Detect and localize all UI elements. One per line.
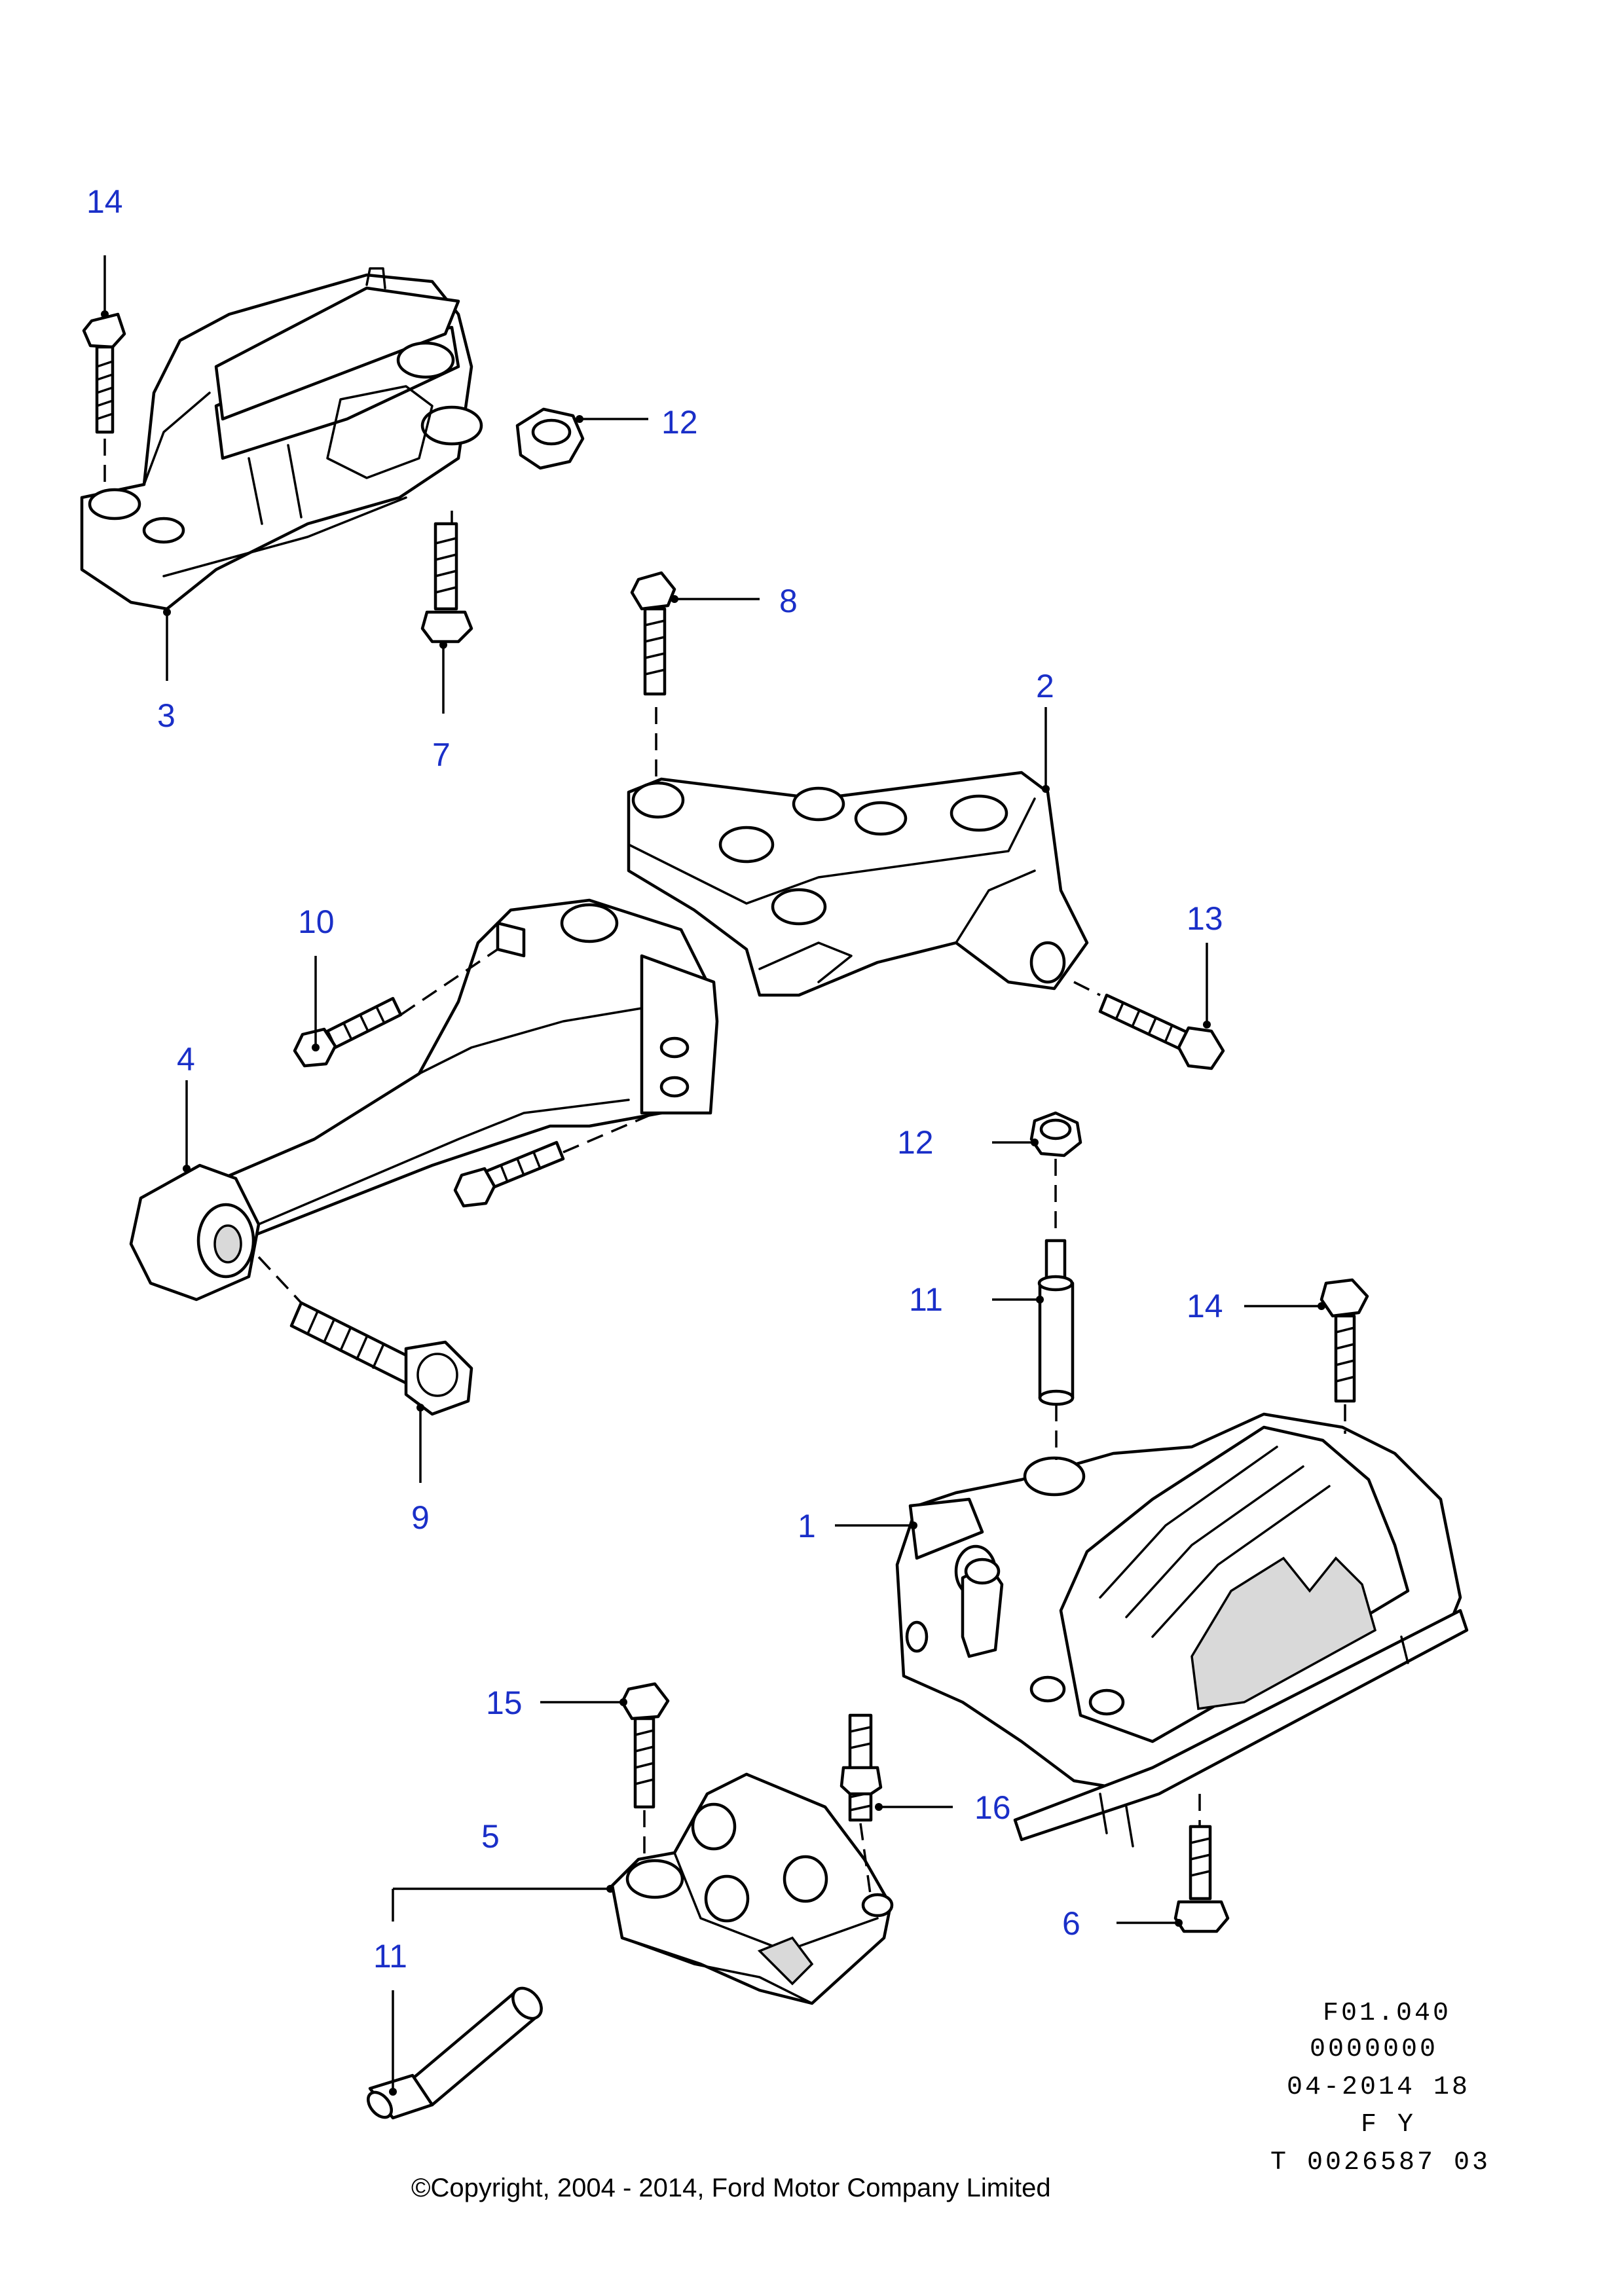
callout-5: 5 [481, 1818, 500, 1855]
callout-1: 1 [798, 1508, 816, 1544]
bolt-torque-rod-lower [453, 1140, 565, 1208]
bolt-7 [420, 522, 473, 644]
callout-15: 15 [486, 1685, 523, 1721]
bolt-13 [1098, 993, 1225, 1070]
assembly-lines [103, 439, 1346, 1899]
callout-6: 6 [1062, 1905, 1080, 1942]
reference-line-1: F01.040 [1323, 1999, 1451, 2028]
callout-12-upper: 12 [661, 404, 698, 441]
bolt-6 [1173, 1825, 1230, 1933]
leader-lines [101, 255, 1325, 2096]
callout-4: 4 [177, 1041, 195, 1078]
part-1-transmission-mount [895, 1412, 1469, 1848]
stud-11-upper [1037, 1239, 1075, 1406]
stud-16 [840, 1713, 883, 1822]
nut-12-lower [1029, 1111, 1082, 1157]
bolt-15 [620, 1682, 670, 1809]
part-4-torque-rod [129, 898, 719, 1302]
callout-7: 7 [432, 737, 451, 773]
bolt-14-upper [82, 312, 126, 434]
callout-10: 10 [298, 903, 335, 940]
callout-16: 16 [974, 1789, 1011, 1826]
callout-13: 13 [1187, 900, 1223, 937]
nut-12-upper [515, 407, 585, 470]
part-2-bracket [627, 771, 1089, 997]
callout-14-upper: 14 [86, 183, 123, 220]
reference-block: F01.040 0000000 04-2014 18 F Y T 0026587… [1270, 1999, 1490, 2178]
stud-11-lower [367, 1986, 543, 2120]
reference-line-4: F Y [1361, 2110, 1416, 2140]
callout-3: 3 [157, 697, 175, 734]
callout-14-lower: 14 [1187, 1288, 1223, 1324]
part-3-engine-mount [80, 267, 483, 611]
bolt-9 [289, 1301, 473, 1416]
callout-9: 9 [411, 1499, 430, 1536]
copyright-notice: ©Copyright, 2004 - 2014, Ford Motor Comp… [411, 2174, 1051, 2202]
callout-11-lower: 11 [373, 1938, 407, 1975]
reference-line-2: 0000000 [1310, 2035, 1438, 2064]
reference-line-3: 04-2014 18 [1287, 2073, 1470, 2102]
part-5-bracket [610, 1772, 894, 2005]
callout-11-upper: 11 [909, 1281, 943, 1318]
bolt-14-lower [1320, 1278, 1369, 1403]
bolt-8 [630, 571, 676, 696]
reference-line-5: T 0026587 03 [1270, 2148, 1490, 2178]
callout-labels: 14 12 3 7 8 2 10 13 4 12 11 14 9 1 15 16… [86, 183, 1223, 1975]
bolt-10 [293, 996, 403, 1068]
callout-2: 2 [1036, 668, 1054, 704]
callout-8: 8 [779, 583, 798, 619]
callout-12-lower: 12 [897, 1124, 934, 1161]
